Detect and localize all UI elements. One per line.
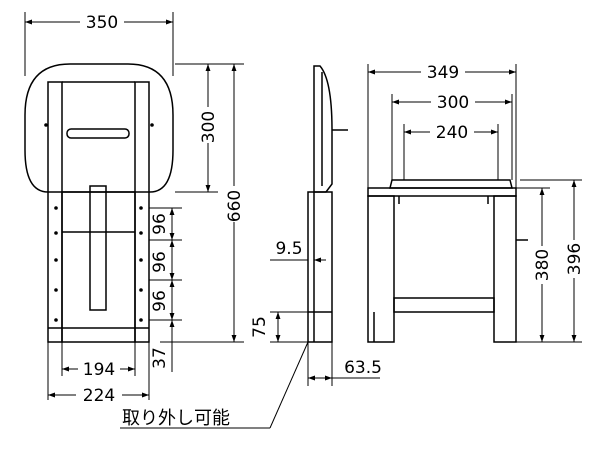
dim-total-height: 660 (225, 190, 245, 222)
dim-pitch-1: 96 (150, 213, 170, 235)
detachable-label: 取り外し可能 (122, 408, 230, 429)
dim-side-thickness: 9.5 (275, 239, 302, 259)
dim-bottom-offset: 37 (150, 347, 170, 369)
frame-left-rail (47, 81, 63, 343)
seat-cushion (389, 179, 513, 189)
seat-right-leg (493, 195, 517, 343)
dim-seat-total-width: 349 (427, 63, 459, 83)
center-strap (89, 185, 107, 311)
front-view (24, 63, 174, 343)
side-dimensions (270, 257, 380, 386)
side-backrest (313, 65, 333, 193)
side-post (307, 191, 333, 343)
dim-seat-cushion-width: 240 (436, 123, 468, 143)
seat-stretcher (393, 297, 495, 313)
dim-backrest-height: 300 (199, 111, 219, 143)
handle-slot (66, 128, 130, 139)
dim-pitch-2: 96 (150, 251, 170, 273)
dim-front-top-width: 350 (86, 13, 118, 33)
screw-holes (44, 123, 154, 322)
dim-inner-width: 194 (83, 360, 115, 380)
backrest-outline (24, 63, 174, 193)
seat-view (367, 179, 528, 343)
seat-frame (367, 187, 517, 197)
dim-seat-total-height: 396 (565, 243, 585, 275)
dim-outer-width: 224 (83, 386, 115, 406)
detachable-callout (120, 341, 309, 429)
frame-right-rail (134, 81, 150, 343)
dim-side-bottom-height: 75 (250, 316, 270, 338)
dim-pitch-3: 96 (150, 290, 170, 312)
dim-side-depth: 63.5 (344, 358, 382, 378)
dim-seat-frame-width: 300 (437, 93, 469, 113)
side-view (307, 65, 348, 343)
inner-board (61, 191, 136, 343)
seat-left-leg (367, 195, 395, 343)
dim-seat-height: 380 (533, 249, 553, 281)
